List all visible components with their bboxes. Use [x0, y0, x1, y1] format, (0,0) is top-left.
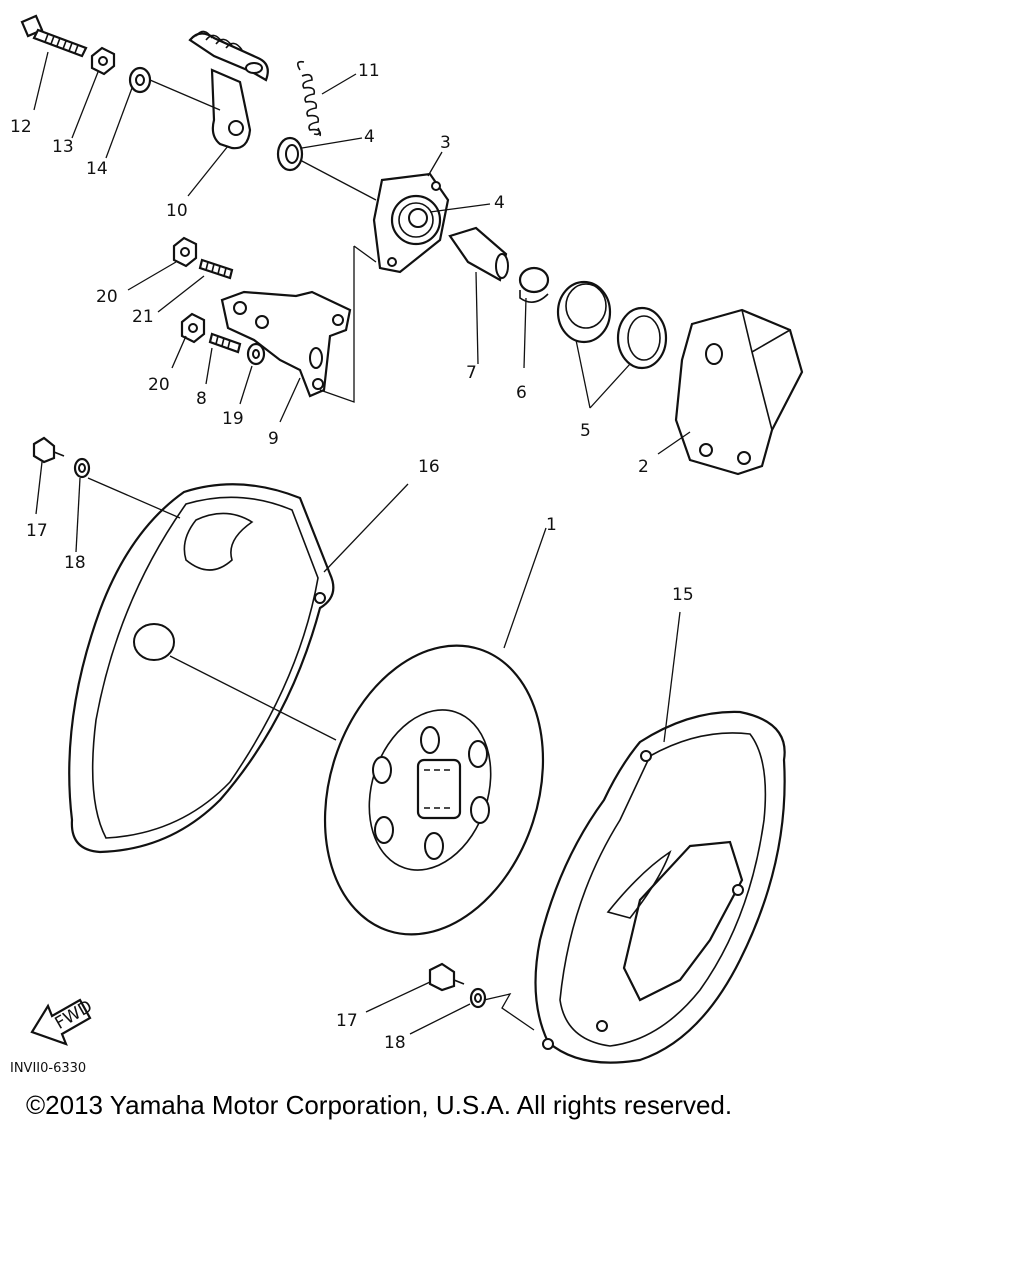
- callout-18-upper: 18: [64, 553, 86, 573]
- callout-15: 15: [672, 585, 694, 605]
- part-2-caliper: [674, 308, 804, 476]
- callout-5: 5: [580, 421, 591, 441]
- callout-3: 3: [440, 133, 451, 153]
- part-21-stud: [198, 258, 234, 280]
- part-17-bolt-upper: [32, 436, 65, 464]
- copyright-notice: ©2013 Yamaha Motor Corporation, U.S.A. A…: [26, 1090, 733, 1120]
- parts-diagram: 12 13 14 10 11 4 3 4 20 21 20 8 19 9 7 6…: [10, 14, 804, 1076]
- part-19-washer: [246, 342, 266, 366]
- drawing-code: INVII0-6330: [10, 1061, 86, 1076]
- callout-20-upper: 20: [96, 287, 118, 307]
- fwd-arrow-icon: FWD: [30, 997, 96, 1046]
- part-12-bolt: [20, 14, 88, 58]
- part-6-pin: [518, 266, 550, 303]
- part-8-bolt: [208, 332, 242, 354]
- part-14-washer: [128, 66, 152, 94]
- callout-2: 2: [638, 457, 649, 477]
- part-17-bolt-lower: [428, 962, 465, 992]
- part-10-lever-arm: [188, 30, 269, 150]
- callout-13: 13: [52, 137, 74, 157]
- callout-18-lower: 18: [384, 1033, 406, 1053]
- callout-11: 11: [358, 61, 380, 81]
- callout-1: 1: [546, 515, 557, 535]
- part-4-seal-upper: [276, 136, 304, 172]
- part-5-seal-inner: [556, 280, 612, 344]
- part-18-washer-upper: [73, 457, 91, 479]
- callout-20-lower: 20: [148, 375, 170, 395]
- part-7-shaft: [448, 226, 509, 282]
- part-20-nut-upper: [172, 236, 198, 268]
- part-16-cover-plate: [68, 483, 335, 854]
- callout-4-upper: 4: [364, 127, 375, 147]
- callout-17-lower: 17: [336, 1011, 358, 1031]
- callout-21: 21: [132, 307, 154, 327]
- part-15-cover-plate: [534, 710, 786, 1064]
- callout-17-upper: 17: [26, 521, 48, 541]
- callout-9: 9: [268, 429, 279, 449]
- leader-lines: [33, 51, 691, 1035]
- callout-16: 16: [418, 457, 440, 477]
- part-1-disc: [323, 644, 545, 936]
- callout-19: 19: [222, 409, 244, 429]
- part-3-cover: [372, 172, 450, 274]
- part-11-spring: [296, 60, 322, 137]
- part-20-nut-lower: [180, 312, 206, 344]
- callout-12: 12: [10, 117, 32, 137]
- part-13-nut: [90, 46, 116, 76]
- callout-numbers: 12 13 14 10 11 4 3 4 20 21 20 8 19 9 7 6…: [10, 61, 694, 1053]
- callout-10: 10: [166, 201, 188, 221]
- part-18-washer-lower: [469, 987, 487, 1009]
- callout-6: 6: [516, 383, 527, 403]
- callout-14: 14: [86, 159, 108, 179]
- callout-4-lower: 4: [494, 193, 505, 213]
- part-9-bracket: [220, 290, 352, 398]
- part-5-seal-outer: [616, 306, 668, 370]
- callout-8: 8: [196, 389, 207, 409]
- callout-7: 7: [466, 363, 477, 383]
